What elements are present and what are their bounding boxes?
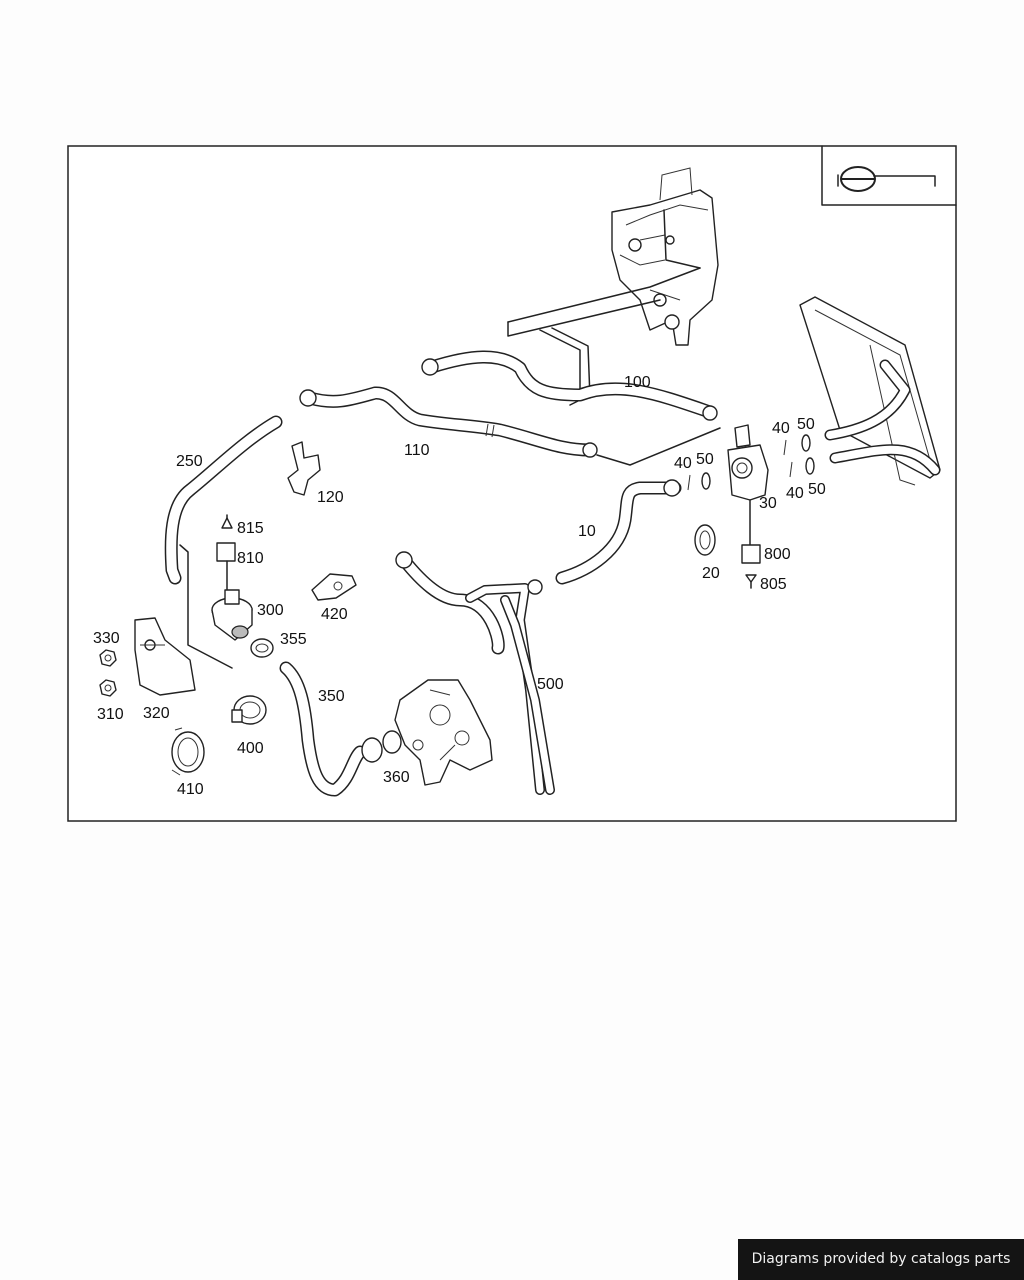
callout-50[interactable]: 50: [808, 481, 826, 498]
callout-100[interactable]: 100: [624, 374, 651, 391]
pump-housing: [394, 679, 493, 786]
callout-40[interactable]: 40: [786, 485, 804, 502]
hose-110: [299, 386, 598, 458]
callout-355[interactable]: 355: [280, 631, 307, 648]
callout-50[interactable]: 50: [696, 451, 714, 468]
hose-250: [164, 415, 283, 585]
leader-110: [596, 427, 721, 466]
callout-350[interactable]: 350: [318, 688, 345, 705]
callout-250[interactable]: 250: [176, 453, 203, 470]
callout-300[interactable]: 300: [257, 602, 284, 619]
callout-800[interactable]: 800: [764, 546, 791, 563]
callout-310[interactable]: 310: [97, 706, 124, 723]
footer-banner: Diagrams provided by catalogs parts: [738, 1239, 1024, 1280]
callout-810[interactable]: 810: [237, 550, 264, 567]
steering-wheel-icon: [821, 145, 957, 206]
callout-120[interactable]: 120: [317, 489, 344, 506]
bracket-320: [134, 617, 196, 696]
pump-300: [211, 589, 253, 641]
callout-50[interactable]: 50: [797, 416, 815, 433]
clamp-360: [361, 730, 402, 763]
coolant-reservoir: [611, 167, 719, 346]
clamp-400: [231, 695, 267, 725]
callout-410[interactable]: 410: [177, 781, 204, 798]
callout-400[interactable]: 400: [237, 740, 264, 757]
hose-350: [279, 661, 367, 797]
sensor-810: [216, 514, 236, 593]
clamp-420: [311, 573, 357, 601]
ring-20: [694, 524, 716, 556]
leader-300: [179, 544, 233, 669]
callout-500[interactable]: 500: [537, 676, 564, 693]
callout-40[interactable]: 40: [674, 455, 692, 472]
clip-120: [287, 441, 321, 496]
nut-330: [99, 649, 117, 667]
callout-330[interactable]: 330: [93, 630, 120, 647]
callout-360[interactable]: 360: [383, 769, 410, 786]
callout-20[interactable]: 20: [702, 565, 720, 582]
hose-100: [421, 350, 718, 421]
heater-core: [799, 296, 941, 486]
callout-815[interactable]: 815: [237, 520, 264, 537]
callout-320[interactable]: 320: [143, 705, 170, 722]
diagram-frame: [67, 145, 957, 822]
bleed-lines: [507, 209, 701, 406]
callout-110[interactable]: 110: [404, 442, 430, 459]
callout-805[interactable]: 805: [760, 576, 787, 593]
hose-10: [555, 479, 682, 585]
callout-30[interactable]: 30: [759, 495, 777, 512]
callout-420[interactable]: 420: [321, 606, 348, 623]
clamp-355: [250, 638, 274, 658]
callout-40[interactable]: 40: [772, 420, 790, 437]
sensor-800: [741, 544, 761, 589]
callout-10[interactable]: 10: [578, 523, 596, 540]
valve-30: [727, 424, 769, 546]
hose-500: [395, 551, 555, 795]
clamp-410: [171, 727, 205, 776]
seals-40-50: [687, 434, 815, 491]
nut-310: [99, 679, 117, 697]
